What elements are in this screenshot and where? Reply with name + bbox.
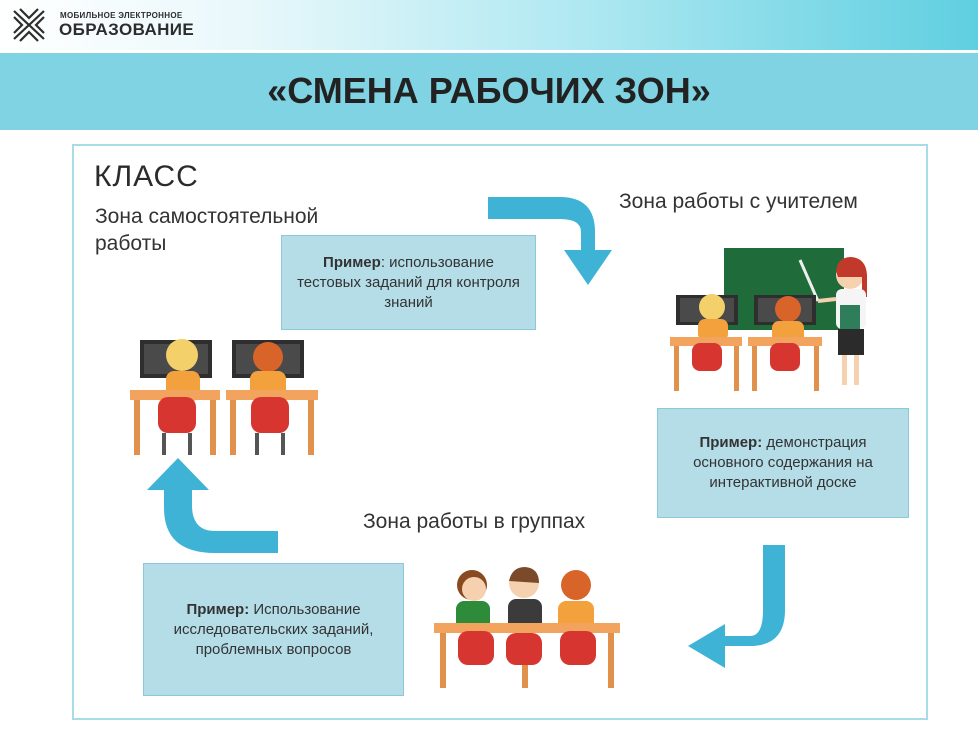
chair-icon [692, 343, 800, 371]
example-box-tests: Пример: использование тестовых заданий д… [281, 235, 536, 330]
example-text: использование тестовых заданий для контр… [297, 253, 520, 311]
logo-subtitle: МОБИЛЬНОЕ ЭЛЕКТРОННОЕ [60, 11, 183, 20]
chair-icon [158, 397, 289, 455]
zone-label-teacher: Зона работы с учителем [619, 190, 858, 213]
page-title: «СМЕНА РАБОЧИХ ЗОН» [267, 70, 711, 111]
logo-title: ОБРАЗОВАНИЕ [59, 20, 195, 39]
example-label: Пример: [699, 434, 763, 451]
zone-label-groups: Зона работы в группах [363, 510, 586, 533]
desk-icon [670, 337, 822, 391]
chair-icon [458, 631, 596, 665]
self-work-scene [130, 339, 318, 455]
header-bar: МОБИЛЬНОЕ ЭЛЕКТРОННОЕ ОБРАЗОВАНИЕ [0, 0, 978, 50]
student-icon [508, 567, 542, 631]
example-text: Использование исследовательских заданий,… [173, 600, 374, 658]
zone-label-self: Зона самостоятельной работы [95, 205, 319, 255]
example-box-research: Пример: Использование исследовательских … [143, 563, 404, 696]
example-label: Пример: [186, 600, 250, 618]
teacher-icon [817, 257, 867, 385]
teacher-scene [670, 248, 867, 391]
example-text: демонстрация основного содержания на инт… [693, 434, 873, 491]
desk-icon [130, 390, 318, 455]
title-banner: «СМЕНА РАБОЧИХ ЗОН» [0, 50, 978, 130]
example-label-suffix: : [380, 253, 385, 271]
student-icon [456, 570, 490, 631]
example-box-demo: Пример: демонстрация основного содержани… [657, 408, 909, 518]
class-label: КЛАСС [94, 160, 199, 193]
student-icon [558, 570, 594, 631]
group-scene [434, 567, 620, 688]
example-label: Пример [323, 253, 381, 271]
logo-mark-icon [13, 8, 45, 42]
